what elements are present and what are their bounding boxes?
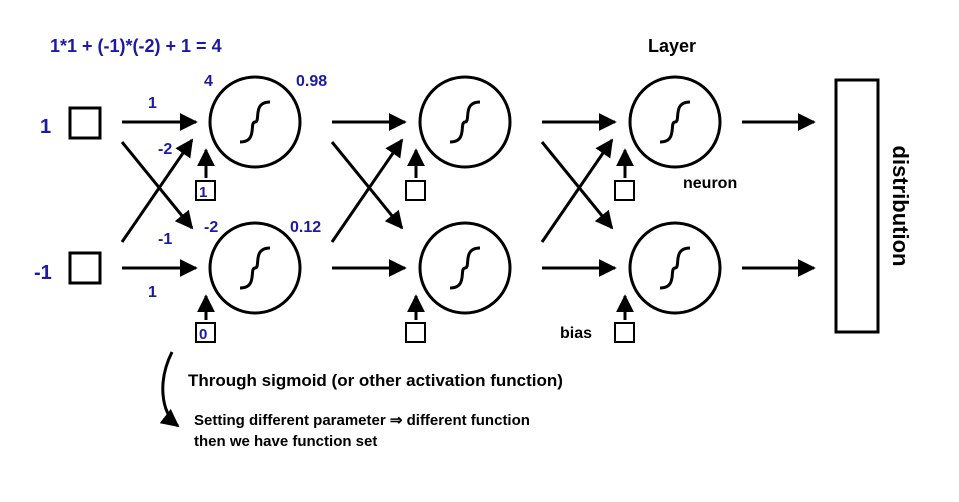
neuron-activation-value: 0.12 xyxy=(290,219,321,236)
function-set-note: then we have function set xyxy=(194,433,377,450)
bias-box xyxy=(614,322,635,343)
edge-in2-n1 xyxy=(120,138,194,243)
edge xyxy=(540,138,614,243)
neuron-z-value: -2 xyxy=(204,219,218,236)
distribution-box xyxy=(834,78,880,334)
neuron-label: neuron xyxy=(683,175,737,192)
bias-box-l1-top xyxy=(195,180,216,201)
bias-value: 0 xyxy=(199,326,207,343)
sigmoid-icon xyxy=(659,100,691,144)
weight-label: -2 xyxy=(158,141,172,158)
edge xyxy=(330,138,404,243)
bias-box xyxy=(614,180,635,201)
bias-box xyxy=(405,322,426,343)
input-value-1: 1 xyxy=(40,116,51,138)
edge xyxy=(540,141,614,230)
note-arrow xyxy=(159,351,180,428)
weight-label: 1 xyxy=(148,284,157,301)
bias-value: 1 xyxy=(199,184,207,201)
distribution-label: distribution xyxy=(888,146,913,267)
input-value-2: -1 xyxy=(34,262,52,284)
layer-label: Layer xyxy=(648,36,696,56)
sigmoid-icon xyxy=(239,100,271,144)
neuron-z-value: 4 xyxy=(204,73,213,90)
equation-text: 1*1 + (-1)*(-2) + 1 = 4 xyxy=(50,36,222,56)
bias-label: bias xyxy=(560,325,592,342)
edge-in1-n2 xyxy=(120,141,194,230)
edge xyxy=(330,141,404,230)
sigmoid-icon xyxy=(449,100,481,144)
sigmoid-icon xyxy=(239,246,271,290)
weight-label: 1 xyxy=(148,95,157,112)
sigmoid-icon xyxy=(449,246,481,290)
bias-box-l1-bottom xyxy=(195,322,216,343)
input-box-2 xyxy=(68,251,102,285)
input-box-1 xyxy=(68,106,102,140)
bias-box xyxy=(405,180,426,201)
parameter-note: Setting different parameter ⇒ different … xyxy=(194,412,530,429)
sigmoid-icon xyxy=(659,246,691,290)
sigmoid-note: Through sigmoid (or other activation fun… xyxy=(188,371,563,390)
weight-label: -1 xyxy=(158,231,172,248)
neuron-activation-value: 0.98 xyxy=(296,73,327,90)
